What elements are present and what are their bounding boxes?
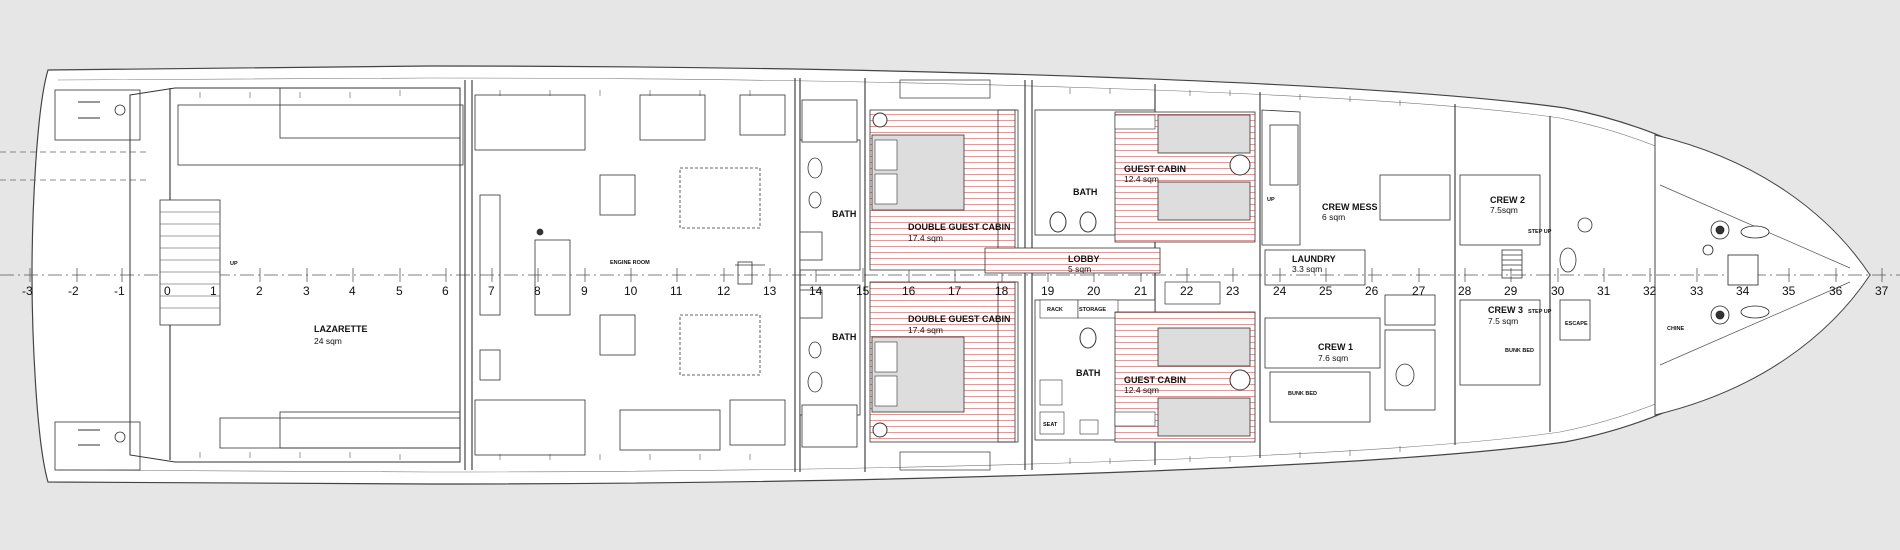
frame-number: 25	[1319, 284, 1333, 298]
storage-label: STORAGE	[1079, 307, 1106, 313]
escape-label: ESCAPE	[1565, 321, 1588, 327]
frame-number: 1	[210, 284, 217, 298]
frame-number: 14	[809, 284, 823, 298]
room-name: CREW 1	[1318, 342, 1353, 352]
frame-number: 12	[717, 284, 731, 298]
small-labels: UP UP RACK STORAGE SEAT STEP UP STEP UP …	[230, 197, 1684, 428]
room-name: CREW MESS	[1322, 202, 1378, 212]
room-area: 17.4 sqm	[908, 325, 943, 335]
frame-number: 16	[902, 284, 916, 298]
frame-number: 3	[303, 284, 310, 298]
frame-number: 10	[624, 284, 638, 298]
frame-number: 5	[396, 284, 403, 298]
frame-number: 18	[995, 284, 1009, 298]
room-area: 7.5sqm	[1490, 205, 1518, 215]
room-name: BATH	[832, 209, 856, 219]
room-area: 12.4 sqm	[1124, 174, 1159, 184]
frame-number: 17	[948, 284, 962, 298]
stair-up-label: UP	[1267, 197, 1275, 203]
crew-area	[1261, 109, 1593, 423]
frame-number: 27	[1412, 284, 1426, 298]
frame-number: 35	[1782, 284, 1796, 298]
frame-number: 21	[1134, 284, 1148, 298]
chine-label: CHINE	[1667, 326, 1684, 332]
step-up-label: STEP UP	[1528, 229, 1552, 235]
room-area: 3.3 sqm	[1292, 264, 1322, 274]
room-name: LAZARETTE	[314, 324, 368, 334]
frame-number: 8	[534, 284, 541, 298]
room-name: DOUBLE GUEST CABIN	[908, 222, 1011, 232]
room-name: LAUNDRY	[1292, 254, 1336, 264]
room-area: 12.4 sqm	[1124, 385, 1159, 395]
frame-number: 4	[349, 284, 356, 298]
seat-label: SEAT	[1043, 422, 1058, 428]
frame-number: 19	[1041, 284, 1055, 298]
room-name: BATH	[832, 332, 856, 342]
room-area: 5 sqm	[1068, 264, 1091, 274]
rack-label: RACK	[1047, 307, 1063, 313]
frame-number: 29	[1504, 284, 1518, 298]
frame-number: 24	[1273, 284, 1287, 298]
bunk-bed-label: BUNK BED	[1505, 348, 1534, 354]
room-area: 17.4 sqm	[908, 233, 943, 243]
engine-room-area	[474, 94, 786, 456]
room-name: CREW 3	[1488, 305, 1523, 315]
guest-cabins	[1114, 111, 1256, 443]
frame-number: 13	[763, 284, 777, 298]
frame-number: 6	[442, 284, 449, 298]
frame-number: 22	[1180, 284, 1194, 298]
frame-number: 28	[1458, 284, 1472, 298]
bath-block-aft	[799, 99, 861, 448]
room-area: 7.6 sqm	[1318, 353, 1348, 363]
frame-number: 23	[1226, 284, 1240, 298]
frame-number: 0	[164, 284, 171, 298]
room-name: GUEST CABIN	[1124, 164, 1186, 174]
frame-number: 32	[1643, 284, 1657, 298]
bow-anchor-gear	[1702, 220, 1770, 325]
frame-number: 20	[1087, 284, 1101, 298]
bow-chine-lower	[1659, 281, 1851, 366]
room-name: ENGINE ROOM	[610, 260, 650, 266]
room-name: BATH	[1076, 368, 1100, 378]
stair-up-label: UP	[230, 261, 238, 267]
room-area: 7.5 sqm	[1488, 316, 1518, 326]
frame-number: 33	[1690, 284, 1704, 298]
room-labels: LAZARETTE 24 sqm ENGINE ROOM BATH BATH D…	[314, 164, 1525, 395]
frame-number: 2	[256, 284, 263, 298]
frame-number: 15	[856, 284, 870, 298]
frame-number: 11	[670, 284, 683, 298]
room-name: BATH	[1073, 187, 1097, 197]
frame-number: 26	[1365, 284, 1379, 298]
frame-number: 34	[1736, 284, 1750, 298]
frame-number: 9	[581, 284, 588, 298]
room-area: 24 sqm	[314, 336, 342, 346]
frame-number: 37	[1875, 284, 1889, 298]
room-name: LOBBY	[1068, 254, 1100, 264]
frame-number: 36	[1829, 284, 1843, 298]
room-area: 6 sqm	[1322, 212, 1345, 222]
step-up-label: STEP UP	[1528, 309, 1552, 315]
room-name: DOUBLE GUEST CABIN	[908, 314, 1011, 324]
frame-number: -1	[114, 284, 125, 298]
frame-number: -2	[68, 284, 79, 298]
frame-number: -3	[22, 284, 33, 298]
frame-number-axis: -3 -2 -1 0 1 2 3 4 5 6 7 8 9 10 11 12 13…	[22, 284, 1889, 298]
lazarette-area	[54, 87, 501, 471]
frame-number: 31	[1597, 284, 1611, 298]
frame-number: 30	[1551, 284, 1565, 298]
room-name: CREW 2	[1490, 195, 1525, 205]
room-name: GUEST CABIN	[1124, 375, 1186, 385]
double-guest-cabins	[869, 79, 1019, 471]
frame-number: 7	[488, 284, 495, 298]
bunk-bed-label: BUNK BED	[1288, 391, 1317, 397]
